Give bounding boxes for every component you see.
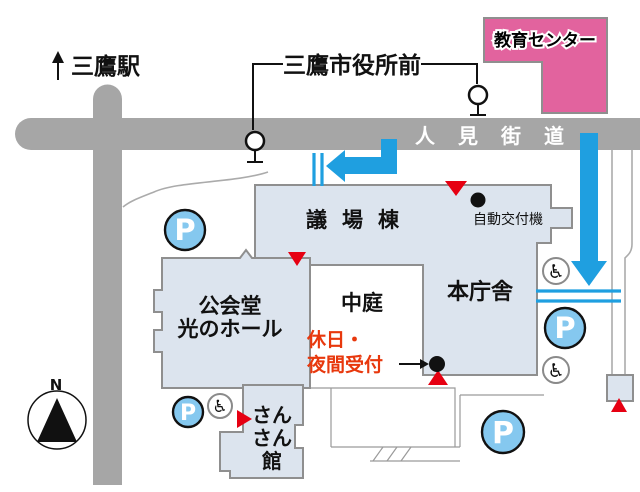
wheelchair-icon-sansan: ♿ (207, 393, 233, 419)
bus-stop-label: 三鷹市役所前 (283, 52, 421, 79)
reception-label-2: 夜間受付 (306, 353, 383, 376)
wheelchair-glyph: ♿ (212, 397, 227, 417)
wheelchair-icon-east-upper: ♿ (542, 257, 570, 285)
entrance-triangle-reception (428, 370, 448, 385)
assembly-label: 議場棟 (306, 208, 414, 232)
compass: N (27, 376, 87, 450)
crosswalk-west (312, 153, 324, 186)
education-center-label: 教育センター (493, 30, 596, 51)
wheelchair-icon-east-lower: ♿ (542, 356, 570, 384)
assembly-and-main-building: 議場棟 本庁舎 自動交付機 (254, 184, 573, 376)
wheelchair-glyph: ♿ (547, 360, 564, 382)
entrance-triangle-right (611, 398, 627, 412)
public-hall-label-2: 光のホール (177, 317, 283, 341)
reception-annotation: 休日・ 夜間受付 (306, 329, 445, 376)
sansan-building: さん さん 館 (219, 384, 304, 479)
parking-icon-south: P (480, 409, 526, 455)
entrance-triangle-sansan (237, 410, 252, 428)
main-building-label: 本庁舎 (447, 279, 514, 305)
public-hall-building: 公会堂 光のホール (153, 248, 311, 389)
sansan-label-1: さん (252, 403, 292, 427)
pointer-arrow-icon (420, 359, 429, 369)
route-markings (312, 133, 621, 303)
auto-machine-dot (470, 192, 486, 208)
crosswalk-east (536, 289, 621, 303)
compass-n-label: N (50, 376, 63, 394)
site-boundary-lines (122, 150, 633, 462)
small-right-building (606, 374, 634, 402)
up-arrow-icon (52, 51, 64, 63)
station-direction: 三鷹駅 (52, 51, 140, 80)
courtyard-label: 中庭 (341, 291, 383, 315)
route-arrow-down (571, 133, 607, 286)
bus-stop-label-group: 三鷹市役所前 (252, 52, 478, 130)
parking-icon-northwest: P (163, 208, 207, 252)
parking-icon-sansan: P (171, 395, 205, 429)
route-arrow-left (326, 139, 397, 182)
station-label: 三鷹駅 (71, 53, 140, 80)
parking-letter: P (492, 416, 514, 451)
vertical-road (93, 84, 122, 485)
sansan-label-2: さん (252, 426, 292, 450)
public-hall-label-1: 公会堂 (199, 294, 262, 318)
parking-icon-east: P (543, 306, 587, 350)
hitomi-kaido-road (15, 118, 640, 150)
sansan-label-3: 館 (262, 449, 282, 473)
reception-label-1: 休日・ (306, 329, 364, 351)
parking-letter: P (554, 311, 575, 345)
auto-machine-label: 自動交付機 (473, 211, 543, 228)
parking-letter: P (180, 401, 196, 426)
parking-letter: P (174, 213, 195, 247)
education-center-building: 教育センター (483, 17, 608, 114)
entrance-triangle-assembly (445, 181, 467, 196)
bus-stop-icon-west (244, 130, 266, 163)
entrance-triangle-public-hall (288, 252, 306, 266)
bus-stop-icon-east (467, 84, 489, 116)
wheelchair-glyph: ♿ (547, 261, 564, 283)
compass-needle-icon (37, 398, 77, 442)
reception-dot (429, 356, 445, 372)
road-name-label: 人見街道 (415, 124, 587, 148)
entrance-markers (237, 181, 627, 428)
